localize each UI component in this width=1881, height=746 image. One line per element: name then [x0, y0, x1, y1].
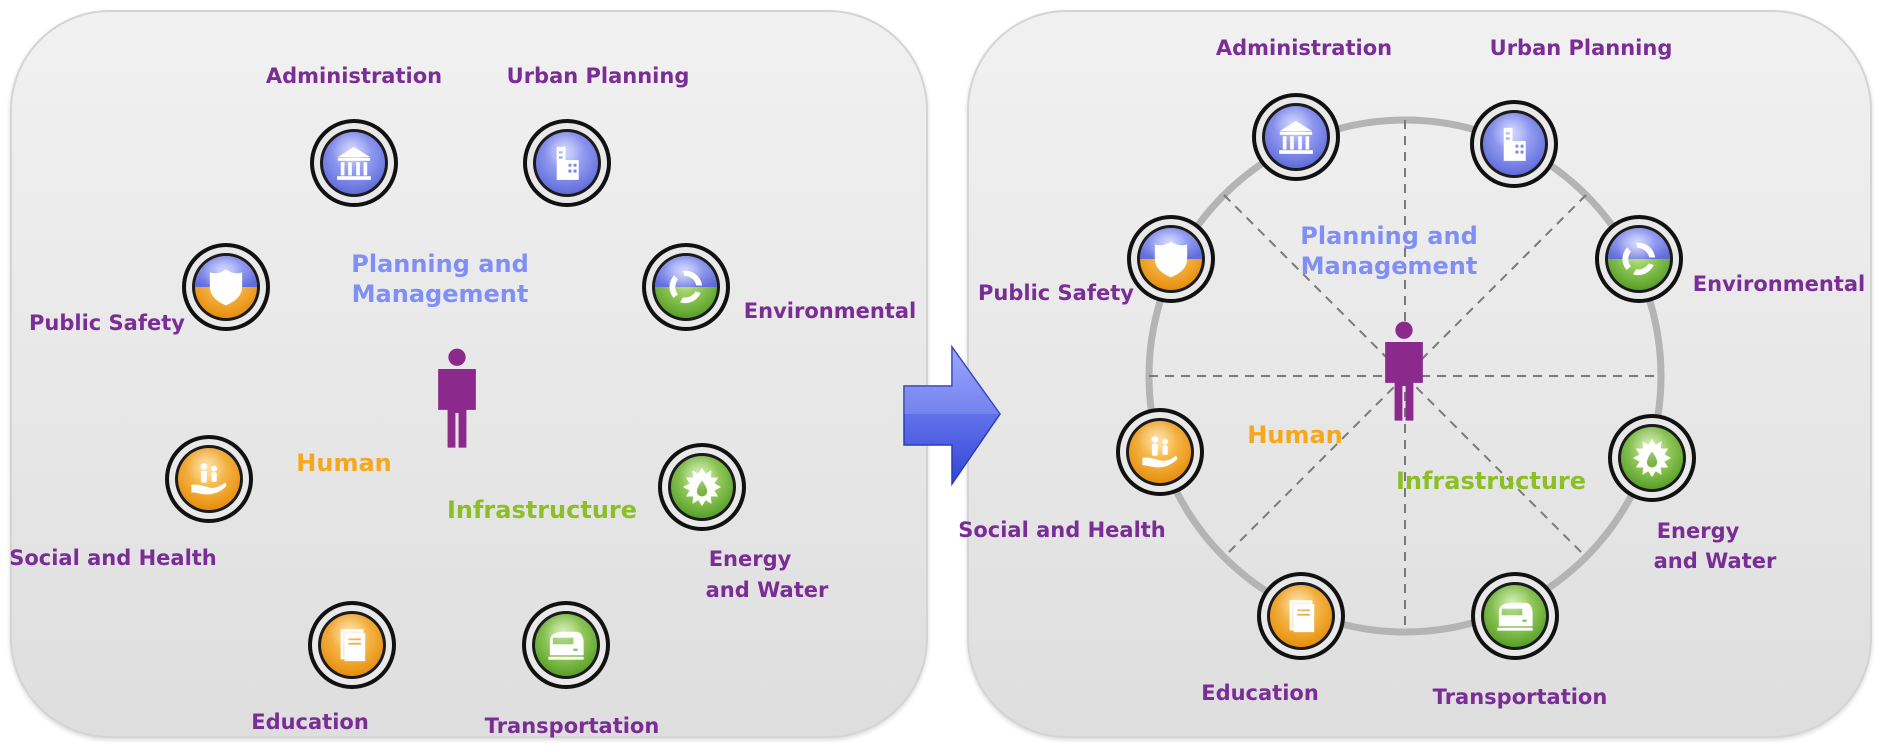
transportation-node: [522, 601, 610, 689]
label-urban-planning: Urban Planning: [507, 64, 690, 88]
label-environmental-right: Environmental: [1693, 272, 1865, 296]
category-planning-line2-right: Management: [1301, 252, 1478, 280]
person-icon-right: [1385, 321, 1423, 421]
environmental-node: [642, 243, 730, 331]
category-infrastructure: Infrastructure: [447, 496, 637, 524]
energy-water-node-right: [1608, 414, 1696, 502]
education-node-right: [1257, 572, 1345, 660]
label-administration: Administration: [266, 64, 442, 88]
label-energy-water-line1: Energy: [709, 547, 792, 571]
category-planning-line1: Planning and: [351, 250, 529, 278]
category-planning-line2: Management: [352, 280, 529, 308]
category-infrastructure-right: Infrastructure: [1396, 467, 1586, 495]
label-social-health: Social and Health: [9, 546, 217, 570]
label-energy-water-line2-right: and Water: [1654, 549, 1777, 573]
label-environmental: Environmental: [744, 299, 916, 323]
category-human-right: Human: [1247, 421, 1342, 449]
label-public-safety-right: Public Safety: [978, 281, 1134, 305]
label-transportation-right: Transportation: [1433, 685, 1608, 709]
administration-node-right: [1252, 93, 1340, 181]
label-public-safety: Public Safety: [29, 311, 185, 335]
urban-planning-node: [523, 119, 611, 207]
education-node: [308, 601, 396, 689]
label-education: Education: [251, 710, 369, 734]
label-social-health-right: Social and Health: [958, 518, 1166, 542]
administration-node: [310, 119, 398, 207]
arrow-right-icon: [903, 344, 1001, 487]
social-health-node: [165, 435, 253, 523]
label-administration-right: Administration: [1216, 36, 1392, 60]
social-health-node-right: [1116, 408, 1204, 496]
label-energy-water-line1-right: Energy: [1657, 519, 1740, 543]
label-energy-water-line2: and Water: [706, 578, 829, 602]
category-human: Human: [296, 449, 391, 477]
environmental-node-right: [1595, 215, 1683, 303]
urban-planning-node-right: [1470, 100, 1558, 188]
public-safety-node: [182, 243, 270, 331]
label-education-right: Education: [1201, 681, 1319, 705]
right-diagram: Planning and Management Human Infrastruc…: [958, 36, 1865, 709]
label-urban-planning-right: Urban Planning: [1490, 36, 1673, 60]
left-diagram: Planning and Management Human Infrastruc…: [9, 64, 916, 738]
transportation-node-right: [1471, 572, 1559, 660]
public-safety-node-right: [1127, 215, 1215, 303]
energy-water-node: [658, 443, 746, 531]
label-transportation: Transportation: [485, 714, 660, 738]
person-icon: [438, 348, 476, 448]
category-planning-line1-right: Planning and: [1300, 222, 1478, 250]
